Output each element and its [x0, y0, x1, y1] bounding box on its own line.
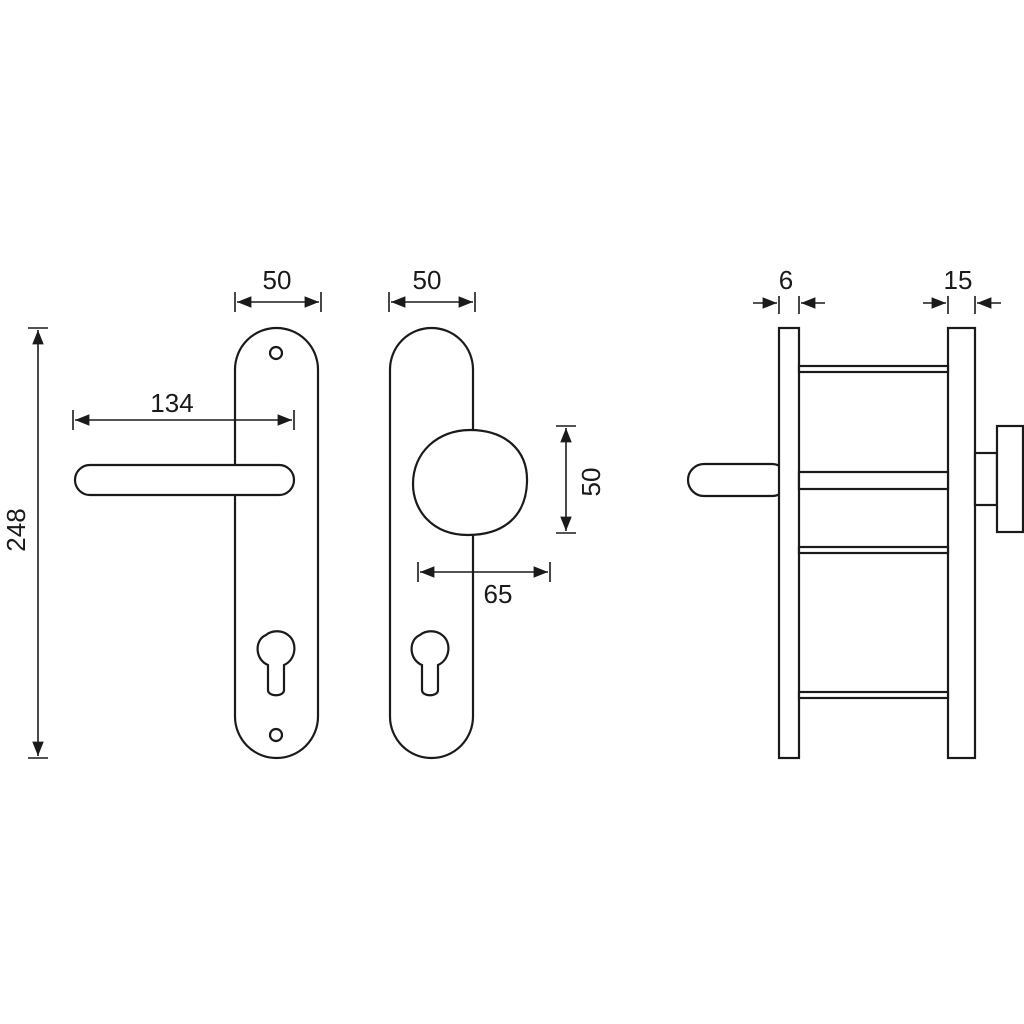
keyhole-icon	[256, 630, 296, 697]
dim-50-knob: 50	[556, 425, 606, 534]
dim-248: 248	[1, 327, 48, 759]
dim-label: 134	[150, 388, 193, 418]
side-lever	[686, 462, 790, 498]
dim-134: 134	[72, 388, 295, 430]
keyhole-icon	[410, 630, 450, 697]
rod	[797, 545, 950, 555]
dim-65: 65	[417, 562, 551, 609]
screw-hole-top	[268, 345, 284, 361]
knob-plate-view	[388, 326, 529, 760]
lever-backplate	[233, 326, 320, 760]
rod	[797, 690, 950, 700]
outer-plate	[946, 326, 977, 760]
spindle	[797, 470, 950, 491]
dim-label: 50	[263, 265, 292, 295]
dim-label: 248	[1, 508, 31, 551]
dim-label: 50	[413, 265, 442, 295]
dim-50-knob-plate: 50	[388, 265, 476, 312]
knob	[411, 428, 529, 537]
dim-15: 15	[923, 265, 1001, 314]
side-view	[686, 326, 1024, 760]
lever-plate-view	[73, 326, 320, 760]
knob-neck	[973, 451, 999, 507]
inner-plate	[777, 326, 801, 760]
screw-hole-bottom	[268, 727, 284, 743]
lever-handle	[73, 463, 296, 497]
dim-label: 15	[944, 265, 973, 295]
dim-label: 50	[576, 468, 606, 497]
dim-50-lever: 50	[234, 265, 322, 312]
dim-label: 65	[484, 579, 513, 609]
dim-6: 6	[753, 265, 825, 314]
dim-label: 6	[779, 265, 793, 295]
knob-disc	[995, 424, 1024, 534]
rod	[797, 364, 950, 374]
